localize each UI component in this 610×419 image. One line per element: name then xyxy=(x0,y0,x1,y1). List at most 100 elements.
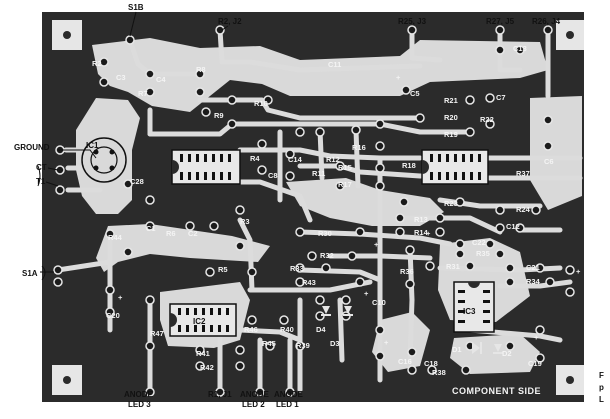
label-ct: CT xyxy=(36,163,47,172)
label-c11: C11 xyxy=(328,60,341,69)
label-r45: R45 xyxy=(262,339,276,348)
label-r15: R15 xyxy=(338,163,352,172)
label-ic2: IC2 xyxy=(193,317,206,326)
label-r7: R7 xyxy=(138,89,148,98)
label-c4: C4 xyxy=(156,75,166,84)
svg-text:+: + xyxy=(576,267,581,276)
label-r20: R20 xyxy=(444,113,458,122)
board-title: COMPONENT SIDE xyxy=(452,386,541,396)
svg-text:+: + xyxy=(534,333,539,342)
label-c6: C6 xyxy=(544,157,554,166)
label-d3: D3 xyxy=(330,339,340,348)
label-r6: R6 xyxy=(166,229,176,238)
label-c21: C21 xyxy=(526,263,540,272)
page-margin xyxy=(584,12,610,419)
label-ic3: IC3 xyxy=(463,307,476,316)
ic2 xyxy=(169,303,237,337)
label-anode-led3-a: ANODE xyxy=(124,390,154,399)
label-r36: R36 xyxy=(400,267,414,276)
label-r25-j3: R25, J3 xyxy=(398,17,427,26)
label-r39: R39 xyxy=(296,341,310,350)
label-r13: R13 xyxy=(414,215,428,224)
label-r2: R2 xyxy=(92,59,102,68)
label-c22: C22 xyxy=(472,238,486,247)
label-r4: R4 xyxy=(250,154,260,163)
svg-text:+: + xyxy=(426,229,431,238)
label-anode-led1-a: ANODE xyxy=(274,390,304,399)
label-r40: R40 xyxy=(280,325,294,334)
svg-text:p: p xyxy=(599,383,604,392)
ic-upper-right xyxy=(421,149,489,185)
svg-text:+: + xyxy=(384,338,389,347)
label-r24: R24 xyxy=(516,205,531,214)
polarity-marks: + + + + + + + + + xyxy=(118,73,581,347)
label-r23: R23 xyxy=(444,199,458,208)
label-r12: R12 xyxy=(326,155,340,164)
label-r30: R30 xyxy=(318,229,332,238)
label-r32: R32 xyxy=(320,251,334,260)
label-c19: C19 xyxy=(528,359,542,368)
label-s1b: S1B xyxy=(128,3,144,12)
label-r2-j2: R2, J2 xyxy=(218,17,242,26)
diodes xyxy=(321,306,503,354)
label-r17: R17 xyxy=(338,180,352,189)
label-c28: C28 xyxy=(130,177,144,186)
label-c16: C16 xyxy=(398,357,412,366)
label-r33: R33 xyxy=(290,264,304,273)
label-r26-j4: R26, J4 xyxy=(532,17,561,26)
label-anode-led1-b: LED 1 xyxy=(276,400,299,409)
label-r42: R42 xyxy=(200,363,214,372)
label-r41: R41 xyxy=(196,349,210,358)
svg-text:L: L xyxy=(599,395,604,404)
svg-text:F: F xyxy=(599,371,604,380)
label-r43: R43 xyxy=(302,278,316,287)
label-anode-led3-b: LED 3 xyxy=(128,400,151,409)
label-c5: C5 xyxy=(410,89,420,98)
svg-text:+: + xyxy=(222,305,227,314)
label-c7: C7 xyxy=(496,93,506,102)
label-r46: R46 xyxy=(244,325,258,334)
label-ic1: IC1 xyxy=(86,141,99,150)
label-c8: C8 xyxy=(268,171,278,180)
mounting-holes xyxy=(52,20,584,395)
svg-text:+: + xyxy=(374,240,379,249)
label-c3: C3 xyxy=(116,73,126,82)
label-d4: D4 xyxy=(316,325,326,334)
ic3 xyxy=(453,281,495,333)
label-r19: R19 xyxy=(444,130,458,139)
label-d1: D1 xyxy=(452,345,462,354)
label-r14: R14 xyxy=(414,228,429,237)
label-c10: C10 xyxy=(372,298,386,307)
label-r1-j1: R1, J1 xyxy=(208,390,232,399)
label-r16: R16 xyxy=(352,143,366,152)
label-r9: R9 xyxy=(214,111,224,120)
component-pads xyxy=(53,25,575,397)
label-s1a: S1A xyxy=(22,269,38,278)
leader-lines xyxy=(37,11,229,281)
label-c1: C1 xyxy=(146,224,156,233)
label-c2: C2 xyxy=(188,229,198,238)
label-c14: C14 xyxy=(288,155,303,164)
label-d2: D2 xyxy=(502,349,512,358)
label-ground: GROUND xyxy=(14,143,50,152)
label-r35: R35 xyxy=(476,249,490,258)
label-r27-j5: R27, J5 xyxy=(486,17,515,26)
label-r22: R22 xyxy=(480,115,494,124)
label-r10: R10 xyxy=(254,99,268,108)
label-c12: C12 xyxy=(506,222,520,231)
svg-text:+: + xyxy=(364,289,369,298)
label-c13: C13 xyxy=(513,44,527,53)
label-r38: R38 xyxy=(432,368,446,377)
label-anode-led2-a: ANODE xyxy=(240,390,270,399)
ic1 xyxy=(171,149,241,185)
label-r31: R31 xyxy=(446,262,460,271)
label-c18: C18 xyxy=(424,359,438,368)
svg-text:+: + xyxy=(396,73,401,82)
label-r21: R21 xyxy=(444,96,458,105)
label-r8: R8 xyxy=(196,65,206,74)
label-t1: T1 xyxy=(36,177,46,186)
label-r18: R18 xyxy=(402,161,416,170)
label-r37: R37 xyxy=(516,169,530,178)
